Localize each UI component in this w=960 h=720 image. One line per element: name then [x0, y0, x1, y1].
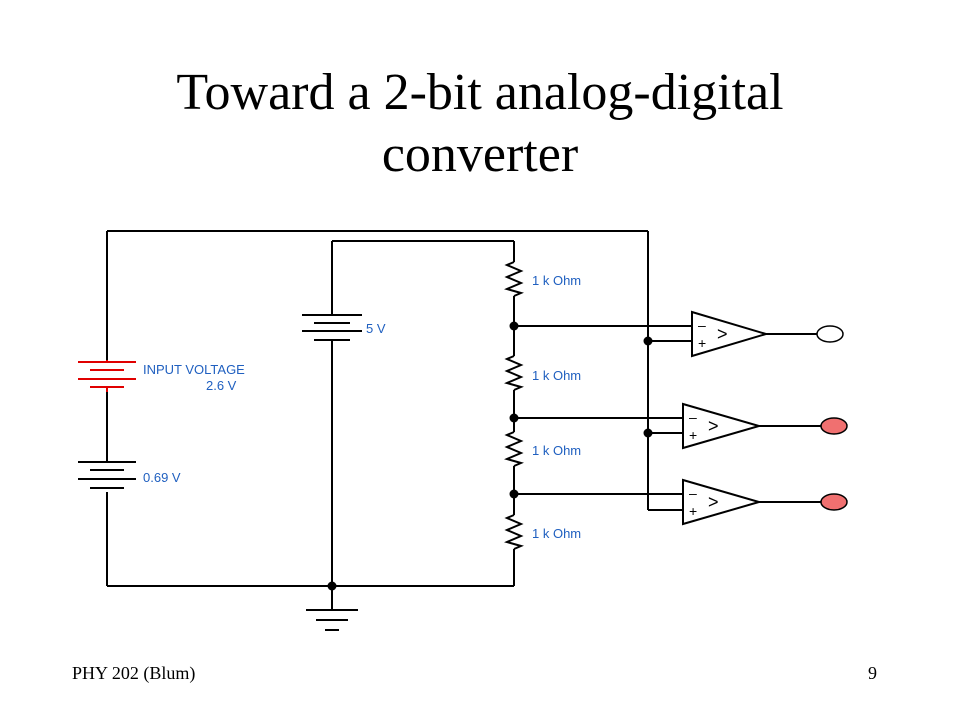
- comparator-1-symbol: >: [717, 324, 728, 344]
- ground-symbol: [306, 609, 358, 631]
- resistor-4-label: 1 k Ohm: [532, 526, 581, 541]
- comparator-1-plus: +: [698, 335, 706, 351]
- resistor-1: [504, 261, 524, 297]
- resistor-3-label: 1 k Ohm: [532, 443, 581, 458]
- output-indicator-2: [820, 417, 848, 435]
- resistor-1-label: 1 k Ohm: [532, 273, 581, 288]
- page-number: 9: [868, 663, 877, 683]
- title-line-2: converter: [381, 126, 579, 183]
- comparator-3: – + >: [682, 478, 763, 526]
- input-voltage-value: 2.6 V: [206, 378, 237, 393]
- junction-dots: [327, 321, 653, 591]
- supply-battery: [302, 314, 362, 341]
- comparator-1-minus: –: [698, 317, 706, 333]
- slide-title: Toward a 2-bit analog-digital converter: [0, 62, 960, 186]
- comparator-2-plus: +: [689, 427, 697, 443]
- supply-voltage-label: 5 V: [366, 321, 386, 336]
- comparator-3-symbol: >: [708, 492, 719, 512]
- comparator-2-symbol: >: [708, 416, 719, 436]
- resistor-4: [504, 514, 524, 550]
- output-indicator-3: [820, 493, 848, 511]
- comparator-1: – + >: [691, 310, 770, 358]
- input-voltage-label: INPUT VOLTAGE: [143, 362, 245, 377]
- resistor-2-label: 1 k Ohm: [532, 368, 581, 383]
- resistor-2: [504, 355, 524, 391]
- wires: [106, 230, 821, 610]
- offset-battery: [78, 461, 136, 489]
- comparator-3-plus: +: [689, 503, 697, 519]
- offset-voltage-label: 0.69 V: [143, 470, 181, 485]
- resistors: [504, 261, 524, 550]
- title-line-1: Toward a 2-bit analog-digital: [176, 64, 784, 121]
- comparator-2-minus: –: [689, 409, 697, 425]
- comparator-2: – + >: [682, 402, 763, 450]
- input-voltage-source: [78, 360, 136, 392]
- footer-course: PHY 202 (Blum): [72, 663, 196, 683]
- output-indicator-1: [816, 325, 844, 343]
- comparator-3-minus: –: [689, 485, 697, 501]
- resistor-3: [504, 431, 524, 467]
